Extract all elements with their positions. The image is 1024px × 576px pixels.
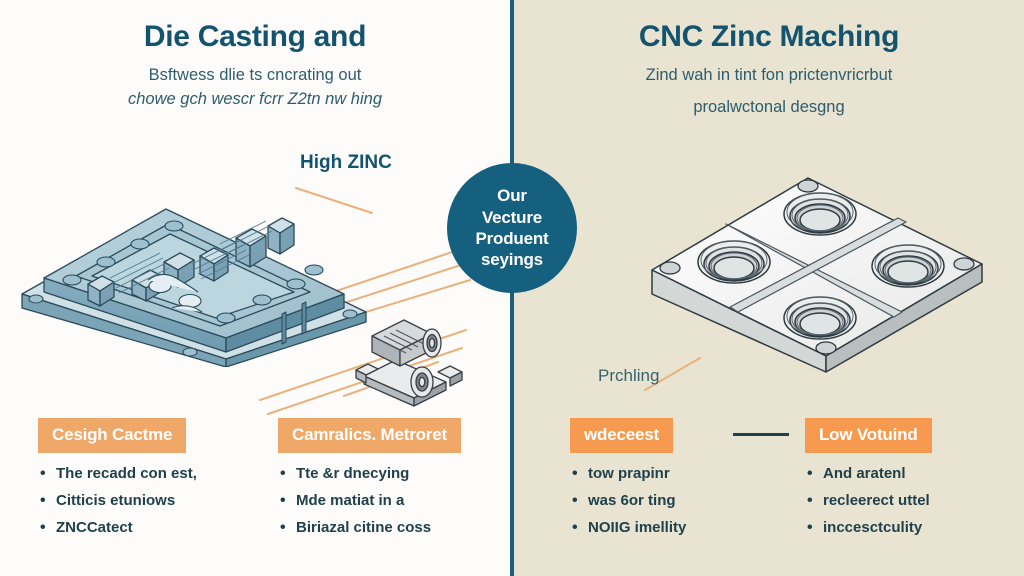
center-badge-text: Our Vecture Produent seyings <box>475 186 549 270</box>
list-item: The recadd con est, <box>38 464 197 483</box>
center-badge: Our Vecture Produent seyings <box>447 163 577 293</box>
high-zinc-callout-label: High ZINC <box>300 152 392 173</box>
list-item: And aratenl <box>805 464 932 483</box>
list-item: Biriazal citine coss <box>278 518 461 537</box>
tag-cesigh-cactme: Cesigh Cactme <box>38 418 187 453</box>
right-panel-subtitle-line1: Zind wah in tint fon prictenvricrbut <box>645 65 893 84</box>
right-column-1: wdeceest tow prapinr was 6or ting NOIIG … <box>570 418 686 546</box>
right-panel-subtitle-line2: proalwctonal desgng <box>693 98 845 117</box>
left-column-2-list: Tte &r dnecying Mde matiat in a Biriazal… <box>278 464 461 537</box>
list-item: recleerect uttel <box>805 491 932 510</box>
tag-connector-line <box>733 433 789 436</box>
list-item: ZNCCatect <box>38 518 197 537</box>
right-column-2-list: And aratenl recleerect uttel inccesctcul… <box>805 464 932 537</box>
right-panel-title: CNC Zinc Maching <box>638 20 900 53</box>
list-item: tow prapinr <box>570 464 686 483</box>
right-heading-block: CNC Zinc Maching Zind wah in tint fon pr… <box>534 20 1004 120</box>
list-item: NOIIG imellity <box>570 518 686 537</box>
list-item: Mde matiat in a <box>278 491 461 510</box>
die-casting-mold-illustration <box>21 208 367 367</box>
cast-part-illustration <box>355 319 463 407</box>
left-column-1-list: The recadd con est, Citticis etuniows ZN… <box>38 464 197 537</box>
list-item: inccesctculity <box>805 518 932 537</box>
left-panel-subtitle-line2: chowe gch wescr fcrr Z2tn nw hing <box>127 90 383 109</box>
cnc-plate-illustration <box>651 177 983 373</box>
left-column-1: Cesigh Cactme The recadd con est, Cittic… <box>38 418 197 546</box>
list-item: was 6or ting <box>570 491 686 510</box>
left-column-2: Camralics. Metroret Tte &r dnecying Mde … <box>278 418 461 546</box>
left-panel-title: Die Casting and <box>143 20 367 53</box>
tag-wdeceest: wdeceest <box>570 418 673 453</box>
list-item: Tte &r dnecying <box>278 464 461 483</box>
left-heading-block: Die Casting and Bsftwess dlie ts cncrati… <box>20 20 490 112</box>
tag-low-votuind: Low Votuind <box>805 418 932 453</box>
prchling-callout-label: Prchling <box>598 366 660 385</box>
left-panel-subtitle-line1: Bsftwess dlie ts cncrating out <box>148 65 362 84</box>
right-column-1-list: tow prapinr was 6or ting NOIIG imellity <box>570 464 686 537</box>
list-item: Citticis etuniows <box>38 491 197 510</box>
right-column-2: Low Votuind And aratenl recleerect uttel… <box>805 418 932 546</box>
tag-camralics-metroret: Camralics. Metroret <box>278 418 461 453</box>
